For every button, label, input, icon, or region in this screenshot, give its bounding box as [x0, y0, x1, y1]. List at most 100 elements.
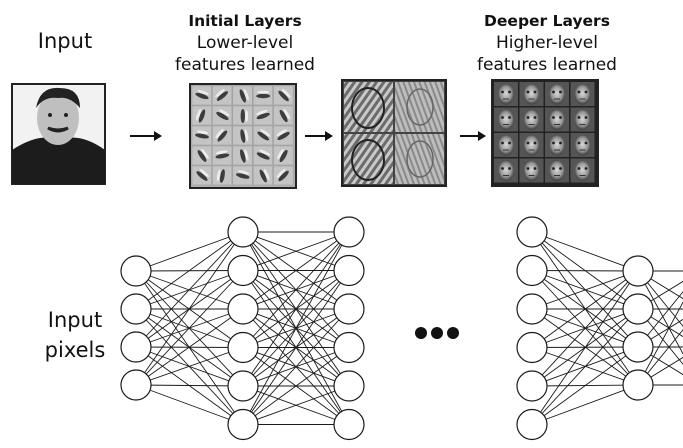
network-edge [135, 231, 244, 386]
network-node [333, 370, 365, 402]
network-node [516, 370, 548, 402]
network-node [120, 293, 152, 325]
input-pixels-line1: Input [47, 308, 103, 332]
network-node [120, 255, 152, 287]
face-eye [501, 90, 504, 94]
face-eye [508, 90, 511, 94]
filter-dark-band [195, 133, 209, 139]
filter-light-band [216, 169, 221, 182]
network-node [333, 216, 365, 248]
feature-filter [216, 169, 225, 183]
network-node [227, 331, 259, 364]
filter-light-band [244, 149, 249, 161]
face-eye [577, 90, 581, 94]
input-portrait-image [11, 83, 106, 185]
filter-light-band [259, 149, 271, 156]
network-node [516, 293, 548, 325]
face-eye [526, 141, 530, 145]
network-node [516, 216, 548, 248]
face-eye [552, 167, 555, 170]
low-level-features-image [189, 83, 297, 189]
network-edge [242, 231, 350, 348]
input-title: Input [37, 29, 93, 53]
network-node [333, 408, 365, 441]
filter-dark-band [240, 149, 246, 163]
filter-light-band [196, 130, 209, 135]
face-eye [584, 116, 588, 119]
filter-light-band [199, 169, 210, 178]
deeper-layers-label: Deeper Layers Higher-level features lear… [462, 10, 632, 76]
feature-filter [197, 148, 209, 162]
arrow-3 [460, 131, 486, 141]
feature-filter [256, 109, 270, 120]
face-eye [559, 116, 562, 119]
face-eye [577, 167, 581, 170]
filter-dark-band [236, 173, 250, 179]
face-eye [584, 90, 588, 94]
face-eye [559, 141, 562, 145]
face-shape [523, 161, 540, 181]
network-edge [242, 231, 350, 387]
network-edge [637, 291, 683, 348]
network-edge [135, 231, 244, 310]
network-node [227, 254, 259, 287]
feature-filter [257, 129, 271, 141]
filter-light-band [215, 128, 224, 139]
face-eye [508, 167, 511, 170]
network-edge [531, 270, 639, 272]
feature-filter [240, 129, 249, 143]
feature-filter [277, 148, 288, 163]
network-node [622, 369, 654, 401]
neural-network [120, 216, 683, 441]
filter-light-band [215, 150, 228, 155]
network-edge [531, 231, 639, 272]
feature-filter [240, 109, 249, 123]
feature-filter [215, 89, 228, 101]
deeper-layers-title: Deeper Layers [484, 12, 610, 30]
input-pixels-line2: pixels [44, 338, 106, 362]
ellipsis-dots [415, 327, 459, 339]
network-node [622, 331, 654, 363]
face-shape [574, 84, 591, 105]
network-edge [531, 308, 639, 425]
face-shape [523, 84, 540, 105]
network-node [622, 293, 654, 325]
network-edge [531, 270, 639, 387]
filter-dark-band [256, 93, 271, 99]
network-edge [242, 231, 350, 310]
network-edge [531, 270, 639, 348]
face-eye [577, 116, 581, 119]
face-eye [501, 116, 504, 119]
face-eye [533, 141, 537, 145]
network-edge [242, 231, 350, 271]
filter-light-band [195, 109, 201, 121]
face-shape [498, 135, 514, 156]
network-edge [531, 346, 639, 425]
filter-light-band [237, 170, 250, 175]
network-node [333, 331, 365, 364]
feature-filter [240, 149, 249, 163]
network-node [227, 370, 259, 402]
network-edge [135, 231, 244, 348]
network-edge [531, 270, 639, 425]
filter-dark-band [279, 149, 288, 163]
network-edge [637, 329, 683, 386]
filter-light-band [243, 89, 249, 101]
filter-light-band [219, 109, 230, 116]
face-eye [559, 167, 562, 170]
filter-dark-band [256, 152, 270, 160]
feature-filter [276, 168, 289, 182]
face-shape [549, 84, 565, 105]
feature-filter [195, 109, 206, 123]
face-eye [552, 116, 555, 119]
network-node [227, 216, 259, 248]
network-edge [135, 384, 244, 425]
network-node [516, 408, 548, 441]
filter-light-band [283, 108, 291, 120]
filter-dark-band [198, 109, 206, 123]
network-edge [242, 270, 350, 425]
deeper-layers-sub1: Higher-level [496, 33, 598, 53]
filter-light-band [260, 129, 271, 137]
network-node [333, 293, 365, 325]
